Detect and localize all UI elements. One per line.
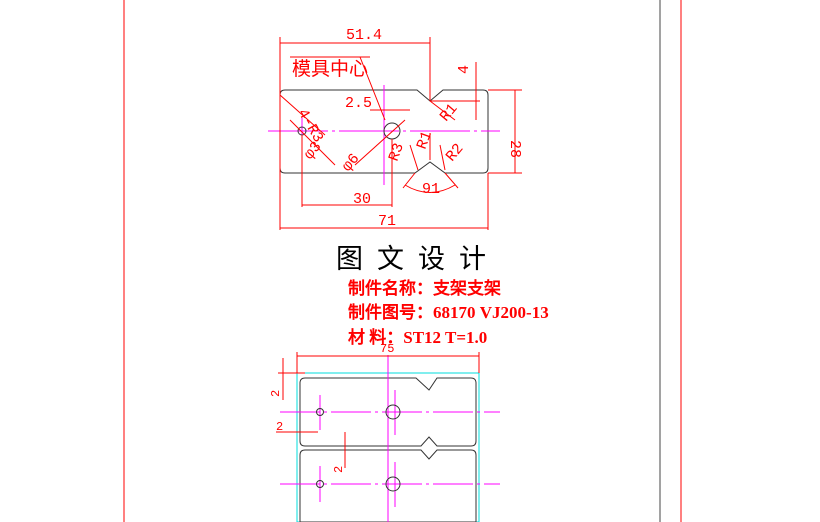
dimension-lines (279, 37, 522, 230)
part-name: 制件名称：支架支架 (348, 278, 501, 298)
dim-2-top: 2 (269, 390, 283, 397)
dim-4-r3: 4-R3 (294, 106, 327, 146)
dim-4: 4 (456, 65, 473, 74)
dim-71: 71 (378, 213, 396, 230)
mold-center-label: 模具中心 (292, 58, 368, 80)
dim-2-5: 2.5 (345, 95, 372, 112)
dim-r1-top: R1 (437, 100, 462, 125)
strip-large-hole-2 (385, 476, 401, 492)
dim-28: 28 (506, 140, 523, 158)
strip-part-2 (299, 449, 477, 522)
dim-51-4: 51.4 (346, 27, 382, 44)
dim-2-left: 2 (276, 420, 283, 434)
strip-layout-view: 75 2 2 2 (269, 342, 500, 522)
dim-2-gap: 2 (332, 466, 346, 473)
strip-part-1 (299, 377, 477, 447)
dim-phi3: φ3 (301, 138, 326, 163)
dim-r1-notch: R1 (414, 129, 436, 152)
dim-30: 30 (353, 191, 371, 208)
strip-small-hole-2 (316, 480, 324, 488)
part-number: 制件图号：68170 VJ200-13 (348, 302, 549, 322)
strip-large-hole-1 (385, 404, 401, 420)
design-title: 图文设计 (336, 244, 500, 275)
part-top-view: 51.4 4 2.5 4-R3 R1 28 φ3 φ6 R3 R1 R2 91 … (268, 27, 523, 230)
strip-small-hole-1 (316, 408, 324, 416)
dim-91: 91 (422, 181, 440, 198)
dim-r2: R2 (443, 140, 468, 165)
dim-75: 75 (380, 342, 394, 356)
dim-r3-notch: R3 (386, 141, 408, 164)
material: 材 料：ST12 T=1.0 (348, 327, 487, 347)
dim-phi6: φ6 (339, 150, 364, 175)
